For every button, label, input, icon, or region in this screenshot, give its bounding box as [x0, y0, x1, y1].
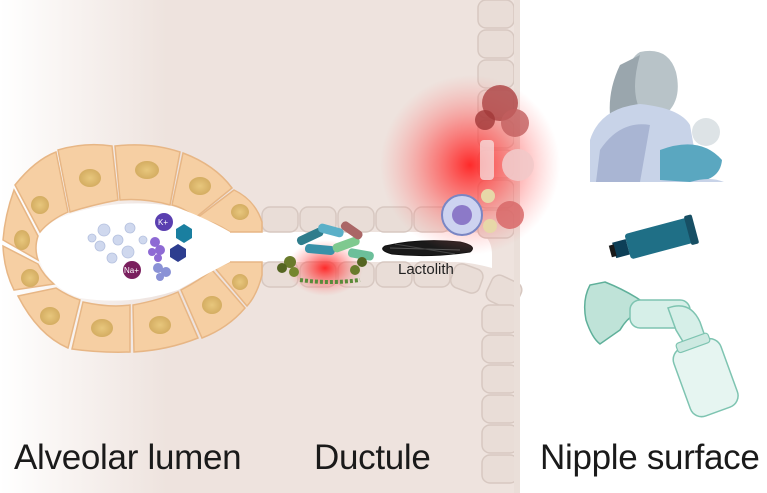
ductule-label: Ductule — [314, 438, 431, 477]
breastfeeding-mother-icon — [583, 50, 724, 183]
svg-text:Na+: Na+ — [124, 266, 139, 275]
epithelial-cell — [2, 244, 56, 291]
breast-pump-icon — [583, 281, 739, 418]
nipple-cream-tube-icon — [608, 214, 699, 259]
sodium-ion: Na+ — [123, 261, 141, 279]
bacteria-cluster — [277, 221, 374, 284]
nipple-surface-label: Nipple surface — [540, 438, 760, 477]
potassium-ion: K+ — [155, 213, 173, 231]
milk-fat-globules — [87, 222, 148, 264]
lactolith-label: Lactolith — [398, 261, 454, 278]
alveolus: K+ Na+ — [2, 143, 263, 353]
immune-cells — [441, 85, 534, 236]
protein-cluster — [153, 263, 171, 281]
protein-cluster — [148, 237, 165, 262]
hexagon-molecule — [170, 244, 186, 262]
hexagon-molecule — [176, 224, 192, 243]
alveolar-lumen-label: Alveolar lumen — [14, 438, 242, 477]
svg-text:K+: K+ — [158, 218, 168, 227]
epithelial-cell — [14, 150, 69, 234]
duct-outer-edge — [514, 0, 520, 493]
